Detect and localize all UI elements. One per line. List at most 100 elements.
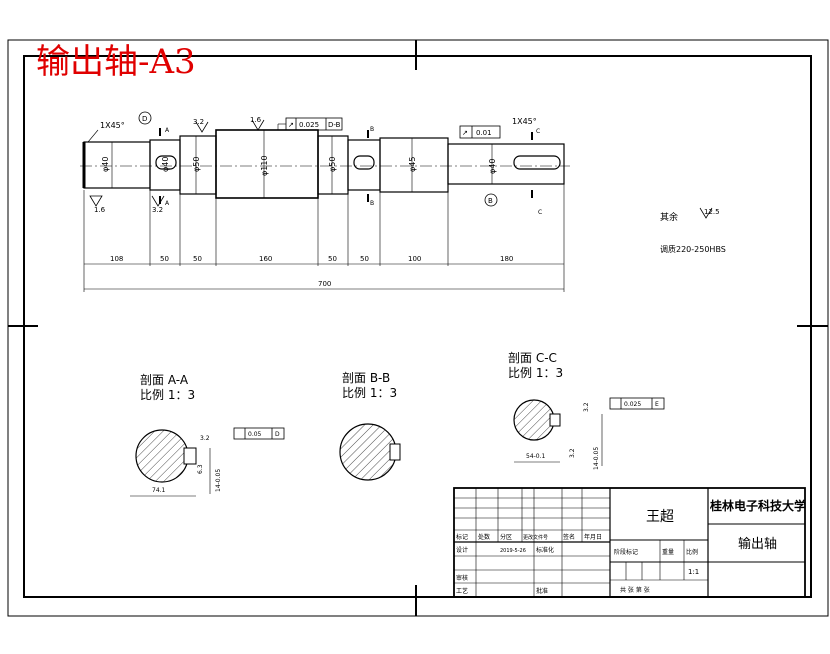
- len-1: 108: [110, 255, 123, 263]
- len-7: 100: [408, 255, 421, 263]
- shaft-main-view: [80, 128, 570, 292]
- inner-border: [23, 55, 812, 598]
- len-6: 50: [360, 255, 369, 263]
- keyway-right: [513, 155, 561, 170]
- fcf-runout: ↗ 0.01: [459, 125, 501, 139]
- roughness-4: 1.6: [250, 116, 262, 124]
- len-4: 160: [259, 255, 272, 263]
- dim-d6: φ45: [408, 157, 417, 172]
- dim-d5: φ50: [328, 157, 337, 172]
- scale-ratio: 1:1: [688, 568, 699, 576]
- tb-zone: 分区: [500, 533, 512, 541]
- tb-date: 年月日: [584, 533, 602, 541]
- datum-b-label: B: [488, 197, 493, 205]
- fcf-top-ref: D-B: [328, 121, 341, 129]
- dim-d4: φ110: [260, 155, 269, 176]
- roughness-symbol-2: [151, 195, 165, 207]
- section-mark-b-bottom: B: [370, 200, 374, 207]
- other-roughness-label: 其余: [660, 211, 678, 223]
- section-mark-b-top: B: [370, 126, 374, 133]
- section-a-title: 剖面 A-A: [140, 373, 189, 387]
- shaft-step-6: [347, 139, 381, 191]
- section-b-view: [339, 423, 401, 481]
- tb-sign: 签名: [563, 533, 575, 541]
- tb-sheets-label: 共 张 第 张: [620, 586, 650, 594]
- roughness-symbol-3: [195, 121, 209, 133]
- section-mark-c-top: C: [536, 128, 540, 135]
- section-mark-c-bottom: C: [538, 209, 542, 216]
- section-a-tol: 0.05: [248, 431, 262, 438]
- datum-b-circle: [484, 193, 498, 207]
- total-length: 700: [318, 280, 331, 288]
- section-c-dim3: 3.2: [569, 448, 576, 458]
- keyway-left: [155, 155, 177, 170]
- section-c-tol: 0.025: [624, 401, 641, 408]
- outer-border: [7, 39, 829, 617]
- section-a-dim3: 6.3: [197, 464, 204, 474]
- section-mark-a-top: A: [165, 127, 170, 134]
- section-a-dim1: 14-0.05: [215, 469, 222, 492]
- section-a-view: [130, 429, 211, 497]
- roughness-2: 3.2: [152, 206, 163, 214]
- part-name: 输出轴: [738, 536, 777, 552]
- section-c-title: 剖面 C-C: [508, 351, 557, 365]
- len-2: 50: [160, 255, 169, 263]
- tb-process-label: 工艺: [456, 587, 468, 595]
- section-mark-a-bottom: A: [165, 200, 170, 207]
- datum-d-circle: [138, 111, 152, 125]
- fcf-top-tol: 0.025: [299, 121, 319, 129]
- section-c-fcf: 0.025 E: [609, 397, 665, 410]
- roughness-1: 1.6: [94, 206, 106, 214]
- tb-mark: 标记: [456, 533, 468, 541]
- shaft-step-1: [83, 141, 151, 189]
- section-a-scale: 比例 1：3: [140, 388, 195, 402]
- keyway-mid: [353, 155, 375, 170]
- dim-d1: φ40: [101, 157, 110, 172]
- heat-treatment-note: 调质220-250HBS: [660, 244, 726, 254]
- dim-d3: φ50: [192, 157, 201, 172]
- len-8: 180: [500, 255, 513, 263]
- roughness-symbol-1: [89, 195, 103, 207]
- section-b-title: 剖面 B-B: [342, 371, 390, 385]
- tb-weight-label: 重量: [662, 548, 674, 556]
- other-roughness-value: 12.5: [704, 208, 720, 216]
- fcf-top: ↗ 0.025 D-B: [277, 117, 343, 131]
- tb-scale-label: 比例: [686, 548, 698, 556]
- roughness-symbol-4: [251, 119, 265, 131]
- section-c-dim2: 54-0.1: [526, 453, 546, 460]
- dim-d7: φ40: [488, 159, 497, 174]
- title-block: [453, 487, 806, 598]
- datum-d-label: D: [142, 115, 147, 123]
- len-5: 50: [328, 255, 337, 263]
- fcf-runout-symbol: ↗: [462, 129, 468, 137]
- section-a-dim2: 74.1: [152, 487, 166, 494]
- roughness-3: 3.2: [193, 118, 204, 126]
- section-a-rough: 3.2: [200, 435, 210, 442]
- section-a-ref: D: [275, 431, 280, 438]
- fcf-runout-tol: 0.01: [476, 129, 492, 137]
- section-b-scale: 比例 1：3: [342, 386, 397, 400]
- chamfer-left: 1X45°: [100, 121, 125, 130]
- tb-count: 处数: [478, 533, 490, 541]
- fcf-top-symbol: ↗: [288, 121, 294, 129]
- section-c-view: [513, 399, 603, 466]
- sheet-title: 输出轴-A3: [36, 42, 196, 82]
- section-c-dim1: 14-0.05: [593, 447, 600, 470]
- section-a-fcf: 0.05 D: [233, 427, 285, 440]
- tb-change-doc: 更改文件号: [523, 534, 548, 541]
- tb-check-label: 审核: [456, 574, 468, 582]
- tb-design-label: 设计: [456, 546, 468, 554]
- school-name: 桂林电子科技大学: [709, 498, 806, 513]
- section-c-rough: 3.2: [583, 402, 590, 412]
- tb-approve-label: 批准: [536, 587, 548, 595]
- section-c-scale: 比例 1：3: [508, 366, 563, 380]
- tb-stage-label: 阶段标记: [614, 548, 638, 556]
- tb-standard-label: 标准化: [536, 546, 554, 554]
- dim-d2: φ40: [161, 157, 170, 172]
- shaft-step-8: [447, 143, 565, 185]
- section-c-ref: E: [655, 401, 659, 408]
- designer-name: 王超: [646, 509, 674, 525]
- len-3: 50: [193, 255, 202, 263]
- chamfer-right: 1X45°: [512, 117, 537, 126]
